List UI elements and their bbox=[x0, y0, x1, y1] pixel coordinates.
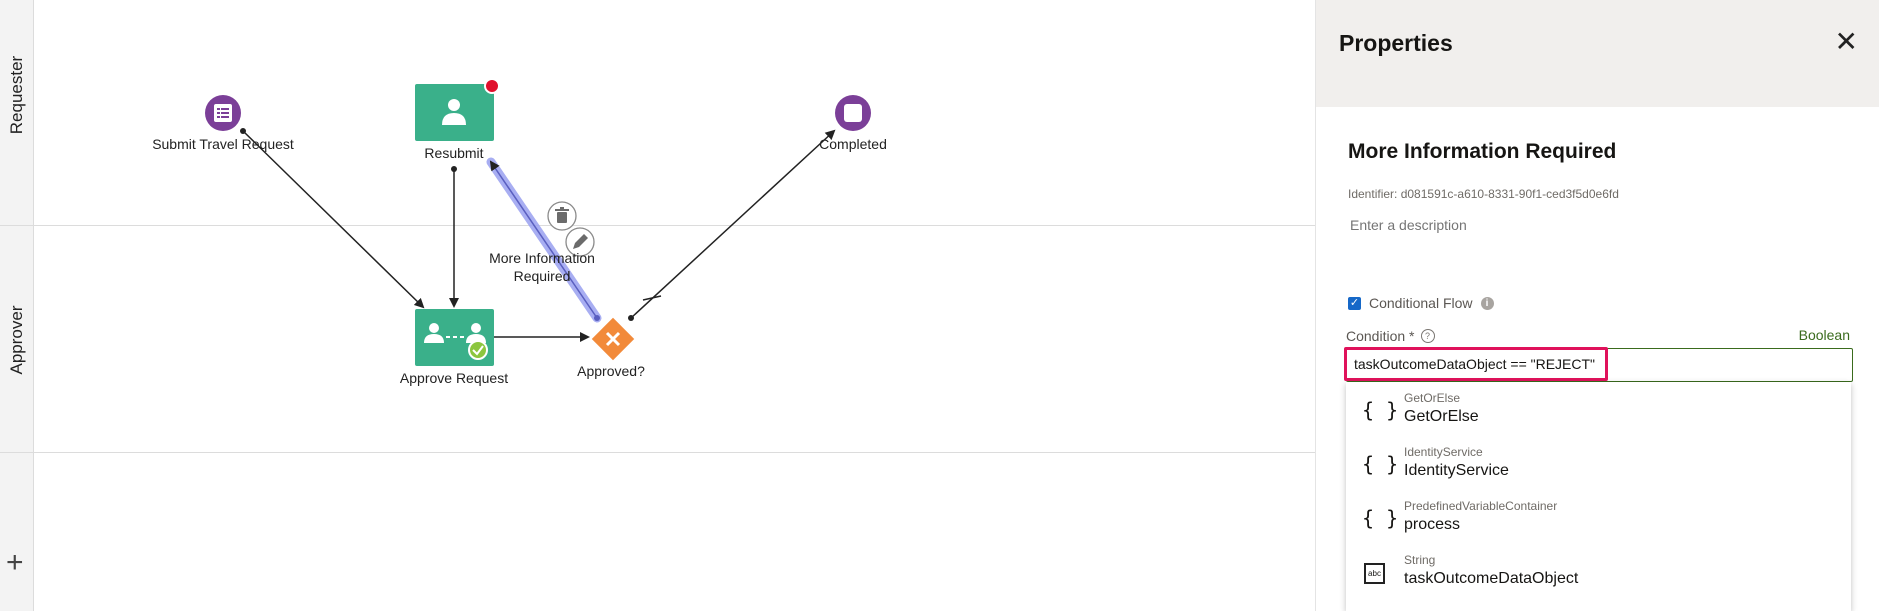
condition-label: Condition * bbox=[1346, 328, 1415, 344]
start-event-submit-travel-request[interactable] bbox=[205, 95, 241, 131]
conditional-flow-row[interactable]: ✓ Conditional Flow i bbox=[1348, 295, 1494, 311]
identifier-text: Identifier: d081591c-a610-8331-90f1-ced3… bbox=[1348, 187, 1619, 201]
suggestion-type: GetOrElse bbox=[1404, 391, 1461, 405]
lane-header-column bbox=[0, 0, 34, 611]
gateway-approved[interactable] bbox=[591, 317, 635, 361]
string-icon: abc bbox=[1364, 563, 1385, 584]
help-icon[interactable]: ? bbox=[1420, 329, 1435, 343]
suggestion-type: IdentityService bbox=[1404, 445, 1483, 459]
condition-label-row: Condition * ? bbox=[1346, 328, 1435, 344]
lane-divider bbox=[0, 225, 1315, 226]
pencil-icon[interactable] bbox=[565, 227, 595, 257]
suggestion-name: GetOrElse bbox=[1404, 408, 1479, 425]
section-title: More Information Required bbox=[1348, 140, 1617, 163]
braces-icon: { } bbox=[1362, 398, 1399, 422]
panel-title: Properties bbox=[1339, 30, 1453, 56]
end-event-completed[interactable] bbox=[835, 95, 871, 131]
condition-input[interactable] bbox=[1346, 348, 1853, 382]
suggestion-name: IdentityService bbox=[1404, 462, 1509, 479]
task-resubmit[interactable] bbox=[415, 78, 500, 141]
suggestion-item[interactable]: { } GetOrElse GetOrElse bbox=[1346, 382, 1851, 436]
trash-icon[interactable] bbox=[547, 201, 577, 231]
suggestion-dropdown: { } GetOrElse GetOrElse { } IdentityServ… bbox=[1346, 382, 1851, 611]
suggestion-type: PredefinedVariableContainer bbox=[1404, 499, 1558, 513]
braces-icon: { } bbox=[1362, 506, 1399, 530]
user-icon bbox=[442, 99, 466, 125]
approval-icon bbox=[424, 323, 488, 360]
x-icon bbox=[605, 331, 621, 347]
info-icon[interactable]: i bbox=[1480, 296, 1494, 310]
suggestion-type: String bbox=[1404, 553, 1436, 567]
stop-icon bbox=[844, 104, 862, 122]
flow-label-line2[interactable]: Required bbox=[513, 268, 571, 284]
flow-label-line1[interactable]: More Information bbox=[489, 250, 595, 266]
process-canvas[interactable] bbox=[0, 0, 1315, 611]
task-approve-request[interactable] bbox=[415, 309, 494, 366]
condition-type-label: Boolean bbox=[1798, 327, 1850, 343]
close-icon[interactable]: ✕ bbox=[1834, 26, 1858, 57]
node-label-gateway: Approved? bbox=[577, 363, 645, 379]
suggestion-item[interactable]: { } PredefinedVariableContainer process bbox=[1346, 490, 1851, 544]
condition-value[interactable]: taskOutcomeDataObject == "REJECT" bbox=[1354, 356, 1596, 372]
conditional-flow-checkbox[interactable]: ✓ bbox=[1348, 296, 1361, 310]
notification-badge bbox=[484, 78, 500, 94]
properties-header: Properties ✕ bbox=[1316, 0, 1879, 107]
conditional-flow-label: Conditional Flow bbox=[1369, 295, 1473, 311]
node-label-approve: Approve Request bbox=[399, 370, 509, 386]
form-icon bbox=[214, 104, 232, 122]
description-input[interactable] bbox=[1348, 216, 1852, 234]
lane-divider bbox=[0, 452, 1315, 453]
suggestion-name: process bbox=[1404, 516, 1461, 533]
braces-icon: { } bbox=[1362, 452, 1399, 476]
default-flow-marker bbox=[642, 295, 662, 301]
node-label-completed: Completed bbox=[819, 136, 887, 152]
node-label-submit: Submit Travel Request bbox=[152, 136, 294, 152]
add-lane-icon[interactable]: + bbox=[6, 546, 24, 579]
suggestion-item[interactable]: abc String taskOutcomeDataObject bbox=[1346, 544, 1851, 598]
properties-panel: Properties ✕ More Information Required I… bbox=[1315, 0, 1879, 611]
suggestion-name: taskOutcomeDataObject bbox=[1404, 570, 1579, 587]
sequence-flow[interactable] bbox=[630, 129, 836, 319]
condition-highlight bbox=[1344, 347, 1608, 381]
suggestion-item[interactable]: { } IdentityService IdentityService bbox=[1346, 436, 1851, 490]
node-label-resubmit: Resubmit bbox=[424, 145, 484, 161]
sequence-flow[interactable] bbox=[242, 130, 425, 309]
